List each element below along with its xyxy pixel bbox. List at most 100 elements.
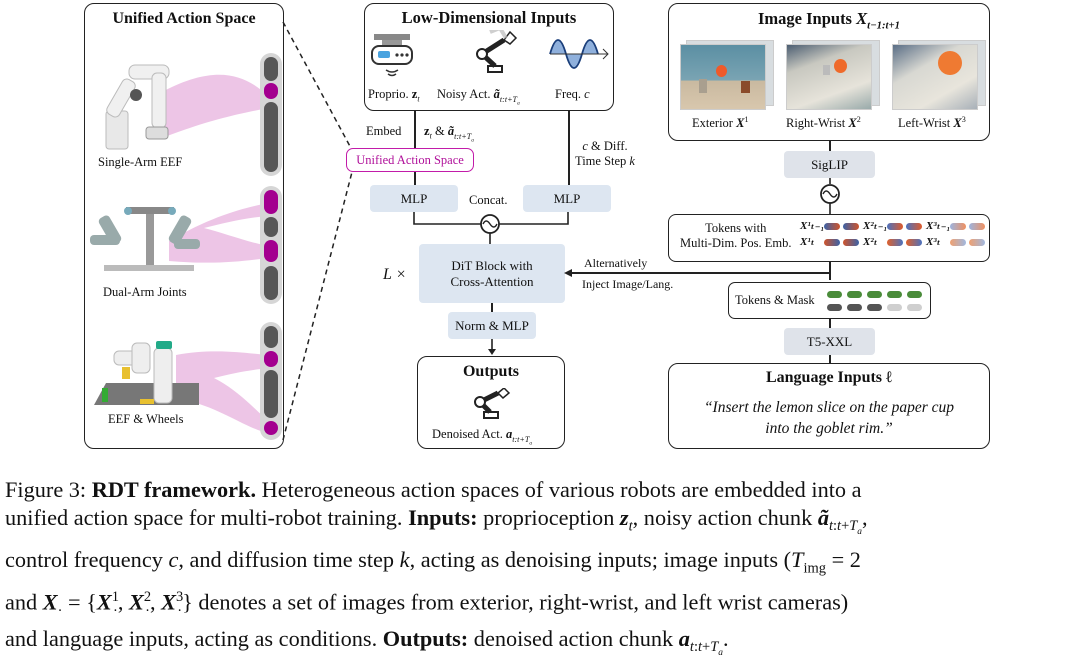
image-token bbox=[843, 239, 859, 246]
outputs-panel: Outputs bbox=[417, 356, 565, 449]
token-group-label: X¹ₜ₋₁ bbox=[800, 220, 825, 232]
vector-slot bbox=[264, 102, 278, 172]
frequency-label: Freq. c bbox=[555, 87, 590, 101]
panel-title: Low-Dimensional Inputs bbox=[401, 8, 577, 27]
image-token bbox=[969, 239, 985, 246]
vector-slot bbox=[264, 266, 278, 300]
mask-token-on bbox=[847, 304, 862, 311]
embed-label: Embed bbox=[366, 124, 402, 138]
vector-slot bbox=[264, 370, 278, 418]
unified-action-mapping bbox=[90, 64, 268, 433]
sine-wave-icon bbox=[549, 39, 609, 69]
robot-label-dual-arm: Dual-Arm Joints bbox=[103, 285, 187, 299]
mapping-band bbox=[162, 74, 268, 138]
mask-token-off bbox=[887, 304, 902, 311]
image-token bbox=[950, 239, 966, 246]
mapping-band bbox=[176, 351, 268, 433]
mobile-robot-icon bbox=[94, 341, 199, 405]
image-token bbox=[906, 239, 922, 246]
right-wrist-label: Right-Wrist X2 bbox=[786, 115, 861, 131]
image-token bbox=[906, 223, 922, 230]
unified-action-space-pill: Unified Action Space bbox=[346, 148, 474, 172]
vector-slot-active bbox=[264, 421, 278, 435]
inject-arrow-line bbox=[570, 272, 830, 274]
proprio-label: Proprio. zt bbox=[368, 87, 420, 104]
embed-inputs-label: zt & ãt:t+Ta bbox=[424, 124, 474, 144]
token-group-label: X¹ₜ bbox=[800, 236, 815, 248]
dual-arm-robot-icon bbox=[90, 207, 200, 271]
mask-token-on bbox=[827, 304, 842, 311]
tokens-mask-panel: Tokens & Mask bbox=[728, 282, 931, 319]
layer-multiplier: L × bbox=[383, 266, 407, 283]
diffusion-step-label: c & Diff. Time Step k bbox=[575, 139, 635, 168]
t5-xxl-block: T5-XXL bbox=[784, 328, 875, 355]
panel-title: Image Inputs Xt−1:t+1 bbox=[758, 9, 900, 32]
vector-slot bbox=[264, 57, 278, 81]
left-wrist-camera-image bbox=[892, 44, 978, 110]
low-dim-icons bbox=[371, 30, 609, 77]
image-token bbox=[824, 223, 840, 230]
siglip-block: SigLIP bbox=[784, 151, 875, 178]
norm-mlp-block: Norm & MLP bbox=[448, 312, 536, 339]
denoised-action-label: Denoised Act. at:t+Ta bbox=[432, 427, 533, 447]
action-vector-single-arm bbox=[260, 53, 282, 176]
robot-arm-output-icon bbox=[474, 388, 511, 419]
robot-label-single-arm: Single-Arm EEF bbox=[98, 155, 183, 169]
noisy-robot-arm-icon bbox=[476, 30, 518, 73]
language-token bbox=[887, 291, 902, 298]
concat-connectors bbox=[413, 212, 569, 245]
left-wrist-label: Left-Wrist X3 bbox=[898, 115, 966, 131]
vector-slot-active bbox=[264, 190, 278, 214]
language-token bbox=[827, 291, 842, 298]
language-token bbox=[907, 291, 922, 298]
proprioception-sensor-icon bbox=[371, 34, 413, 77]
panel-title: Language Inputs ℓ bbox=[765, 369, 893, 386]
connector bbox=[829, 319, 831, 328]
robot-label-eef-wheels: EEF & Wheels bbox=[108, 412, 184, 426]
image-token bbox=[824, 239, 840, 246]
dit-block: DiT Block with Cross-Attention bbox=[419, 244, 565, 303]
right-wrist-camera-image bbox=[786, 44, 872, 110]
alternatively-label: Alternatively bbox=[584, 256, 648, 270]
language-token bbox=[847, 291, 862, 298]
noisy-action-label: Noisy Act. ãt:t+Ta bbox=[437, 87, 520, 107]
connector bbox=[568, 111, 570, 191]
language-token bbox=[867, 291, 882, 298]
panel-title: Unified Action Space bbox=[112, 10, 256, 27]
mask-token-on bbox=[867, 304, 882, 311]
action-vector-eef-wheels bbox=[260, 322, 282, 440]
zoom-dashed-lines bbox=[282, 21, 353, 441]
output-arrow bbox=[488, 339, 496, 355]
image-token bbox=[843, 223, 859, 230]
vector-slot bbox=[264, 326, 278, 348]
vector-slot-active bbox=[264, 83, 278, 99]
image-token bbox=[969, 223, 985, 230]
arrow-head-left-icon bbox=[564, 269, 572, 277]
tokens-mask-label: Tokens & Mask bbox=[735, 293, 815, 307]
inject-label: Inject Image/Lang. bbox=[582, 277, 674, 291]
action-vector-dual-arm bbox=[260, 186, 282, 304]
single-arm-robot-icon bbox=[105, 64, 170, 150]
image-token bbox=[887, 223, 903, 230]
token-group-label: X³ₜ₋₁ bbox=[926, 220, 951, 232]
connector bbox=[829, 141, 831, 152]
connector bbox=[829, 355, 831, 364]
exterior-label: Exterior X1 bbox=[692, 115, 749, 131]
image-tokens-panel bbox=[668, 214, 990, 262]
mlp-block-left: MLP bbox=[370, 185, 458, 212]
connector bbox=[491, 303, 493, 312]
token-group-label: X³ₜ bbox=[926, 236, 941, 248]
language-instruction: “Insert the lemon slice on the paper cup… bbox=[703, 399, 955, 437]
figure-caption: Figure 3: RDT framework. Heterogeneous a… bbox=[5, 477, 868, 659]
tokens-label: Tokens with Multi-Dim. Pos. Emb. bbox=[680, 221, 792, 250]
vector-slot bbox=[264, 217, 278, 237]
sum-icon bbox=[820, 178, 840, 216]
token-group-label: X²ₜ bbox=[863, 236, 878, 248]
mask-token-off bbox=[907, 304, 922, 311]
panel-title: Outputs bbox=[462, 363, 520, 380]
language-inputs-panel: Language Inputs ℓ “Insert the lemon slic… bbox=[668, 363, 990, 449]
mlp-block-right: MLP bbox=[523, 185, 611, 212]
token-group-label: X²ₜ₋₁ bbox=[863, 220, 888, 232]
exterior-camera-image bbox=[680, 44, 766, 110]
image-token bbox=[950, 223, 966, 230]
